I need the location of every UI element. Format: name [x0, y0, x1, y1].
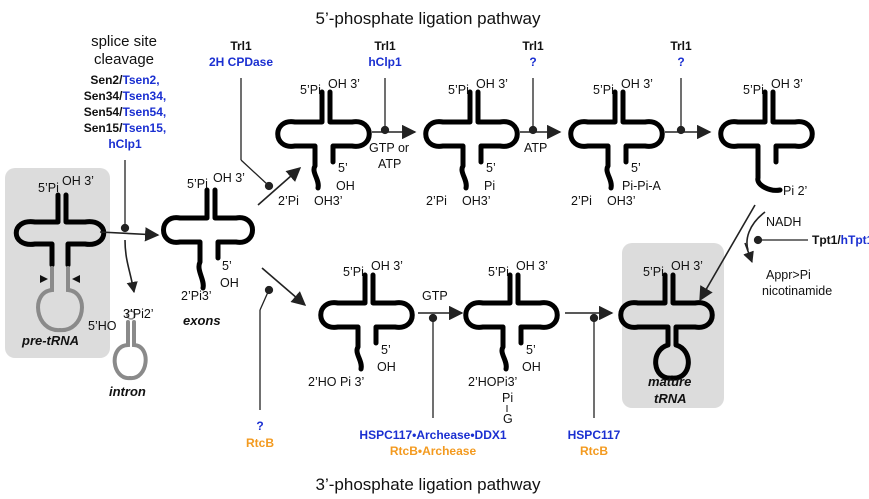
diagram-label: OH 3’ — [671, 259, 703, 273]
diagram-label: 2’Pi — [571, 194, 592, 208]
mature-trna-molecule — [618, 272, 715, 381]
top-enzyme-labels: Trl1 2H CPDase Trl1 hClp1 Trl1 ? Trl1 ? — [209, 39, 692, 69]
intron-label: intron — [109, 384, 146, 399]
diagram-label: OH — [377, 360, 396, 374]
bottom-title: 3’-phosphate ligation pathway — [316, 475, 541, 494]
diagram-label: OH 3’ — [476, 77, 508, 91]
diagram-label: OH3’ — [607, 194, 635, 208]
mature-label-2: tRNA — [654, 391, 687, 406]
diagram-label: 5’Pi — [488, 265, 509, 279]
diagram-label: 2’Pi — [426, 194, 447, 208]
mature-trna-box — [622, 243, 724, 408]
intron-molecule — [112, 310, 148, 380]
bottom-molecule-2 — [463, 272, 560, 372]
diagram-label: 2’Pi3’ — [181, 289, 212, 303]
diagram-label: OH 3’ — [62, 174, 94, 188]
diagram-label: OH — [522, 360, 541, 374]
top-title: 5’-phosphate ligation pathway — [316, 9, 541, 28]
diagram-label: hClp1 — [108, 137, 142, 151]
diagram-label: 5’Pi — [300, 83, 321, 97]
pre-trna-label: pre-tRNA — [21, 333, 79, 348]
diagram-label: Pi-Pi-A — [622, 179, 662, 193]
splice-heading-2: cleavage — [94, 51, 154, 68]
diagram-label: 5’Pi — [643, 265, 664, 279]
diagram-label: OH — [220, 276, 239, 290]
diagram-label: OH 3’ — [213, 171, 245, 185]
diagram-label: OH 3’ — [621, 77, 653, 91]
splice-heading-1: splice site — [91, 33, 157, 50]
diagram-label: 5’Pi — [343, 265, 364, 279]
diagram-label: OH 3’ — [771, 77, 803, 91]
diagram-label: NADH — [766, 215, 801, 229]
diagram-label: 5’Pi — [743, 83, 764, 97]
top-molecule-3 — [568, 89, 665, 191]
diagram-label: 2’Pi — [278, 194, 299, 208]
diagram-label: 5’ — [631, 161, 641, 175]
diagram-label: OH 3’ — [516, 259, 548, 273]
diagram-label: 5’ — [381, 343, 391, 357]
diagram-label: Sen15/Tsen15, — [84, 121, 167, 135]
diagram-label: Appr>Pi — [766, 268, 811, 282]
diagram-label: ATP — [378, 157, 401, 171]
exons-label: exons — [183, 313, 221, 328]
diagram-label: 3’Pi2’ — [123, 307, 154, 321]
diagram-label: nicotinamide — [762, 284, 832, 298]
diagram-label: 5’HO — [88, 319, 117, 333]
diagram-label: OH 3’ — [328, 77, 360, 91]
bottom-molecule-1 — [318, 272, 415, 372]
diagram-label: Sen2/Tsen2, — [90, 73, 159, 87]
diagram-label: 2’HO Pi 3’ — [308, 375, 364, 389]
diagram-label: Trl1 — [670, 39, 692, 53]
diagram-label: 5’Pi — [38, 181, 59, 195]
diagram-label: HSPC117 — [568, 428, 621, 442]
bottom-enzyme-labels: ? RtcB HSPC117•Archease•DDX1 RtcB•Archea… — [246, 419, 621, 458]
diagram-label: Sen34/Tsen34, — [84, 89, 167, 103]
diagram-label: Pi — [502, 391, 513, 405]
diagram-label: ? — [677, 55, 684, 69]
diagram-label: 5’ — [222, 259, 232, 273]
diagram-label: Trl1 — [230, 39, 252, 53]
diagram-label: Trl1 — [522, 39, 544, 53]
diagram-label: ATP — [524, 141, 547, 155]
top-molecule-2 — [423, 89, 520, 191]
diagram-label: OH3’ — [314, 194, 342, 208]
diagram-label: GTP or — [369, 141, 409, 155]
diagram-label: GTP — [422, 289, 448, 303]
diagram-label: 5’Pi — [448, 83, 469, 97]
diagram-label: RtcB•Archease — [390, 444, 477, 458]
reaction-arrows — [99, 124, 766, 321]
top-molecule-1 — [275, 89, 372, 191]
pre-trna-molecule — [13, 192, 107, 332]
diagram-label: G — [503, 412, 513, 426]
diagram-label: ? — [256, 419, 263, 433]
diagram-label: 5’Pi — [187, 177, 208, 191]
diagram-label: hClp1 — [368, 55, 402, 69]
diagram-label: RtcB — [580, 444, 608, 458]
diagram-label: OH — [336, 179, 355, 193]
enzyme-pointers — [120, 78, 808, 418]
top-molecule-4 — [718, 89, 815, 193]
diagram-label: OH3’ — [462, 194, 490, 208]
diagram-label: HSPC117•Archease•DDX1 — [359, 428, 506, 442]
exons-molecule — [161, 187, 255, 291]
splice-enzymes: Sen2/Tsen2, Sen34/Tsen34, Sen54/Tsen54, … — [84, 73, 167, 151]
diagram-label: Sen54/Tsen54, — [84, 105, 167, 119]
diagram-label: 5’ — [486, 161, 496, 175]
diagram-label: Pi — [484, 179, 495, 193]
diagram-label: 5’Pi — [593, 83, 614, 97]
diagram-label: OH 3’ — [371, 259, 403, 273]
mature-label-1: mature — [648, 374, 691, 389]
diagram-label: 2H CPDase — [209, 55, 273, 69]
tpt-label: Tpt1/hTpt1 — [812, 233, 869, 247]
diagram-label: ? — [529, 55, 536, 69]
diagram-label: 2’HOPi3’ — [468, 375, 517, 389]
diagram-label: RtcB — [246, 436, 274, 450]
diagram-label: 5’ — [338, 161, 348, 175]
diagram-label: Trl1 — [374, 39, 396, 53]
diagram-label: Pi 2’ — [783, 184, 807, 198]
diagram-label: 5’ — [526, 343, 536, 357]
